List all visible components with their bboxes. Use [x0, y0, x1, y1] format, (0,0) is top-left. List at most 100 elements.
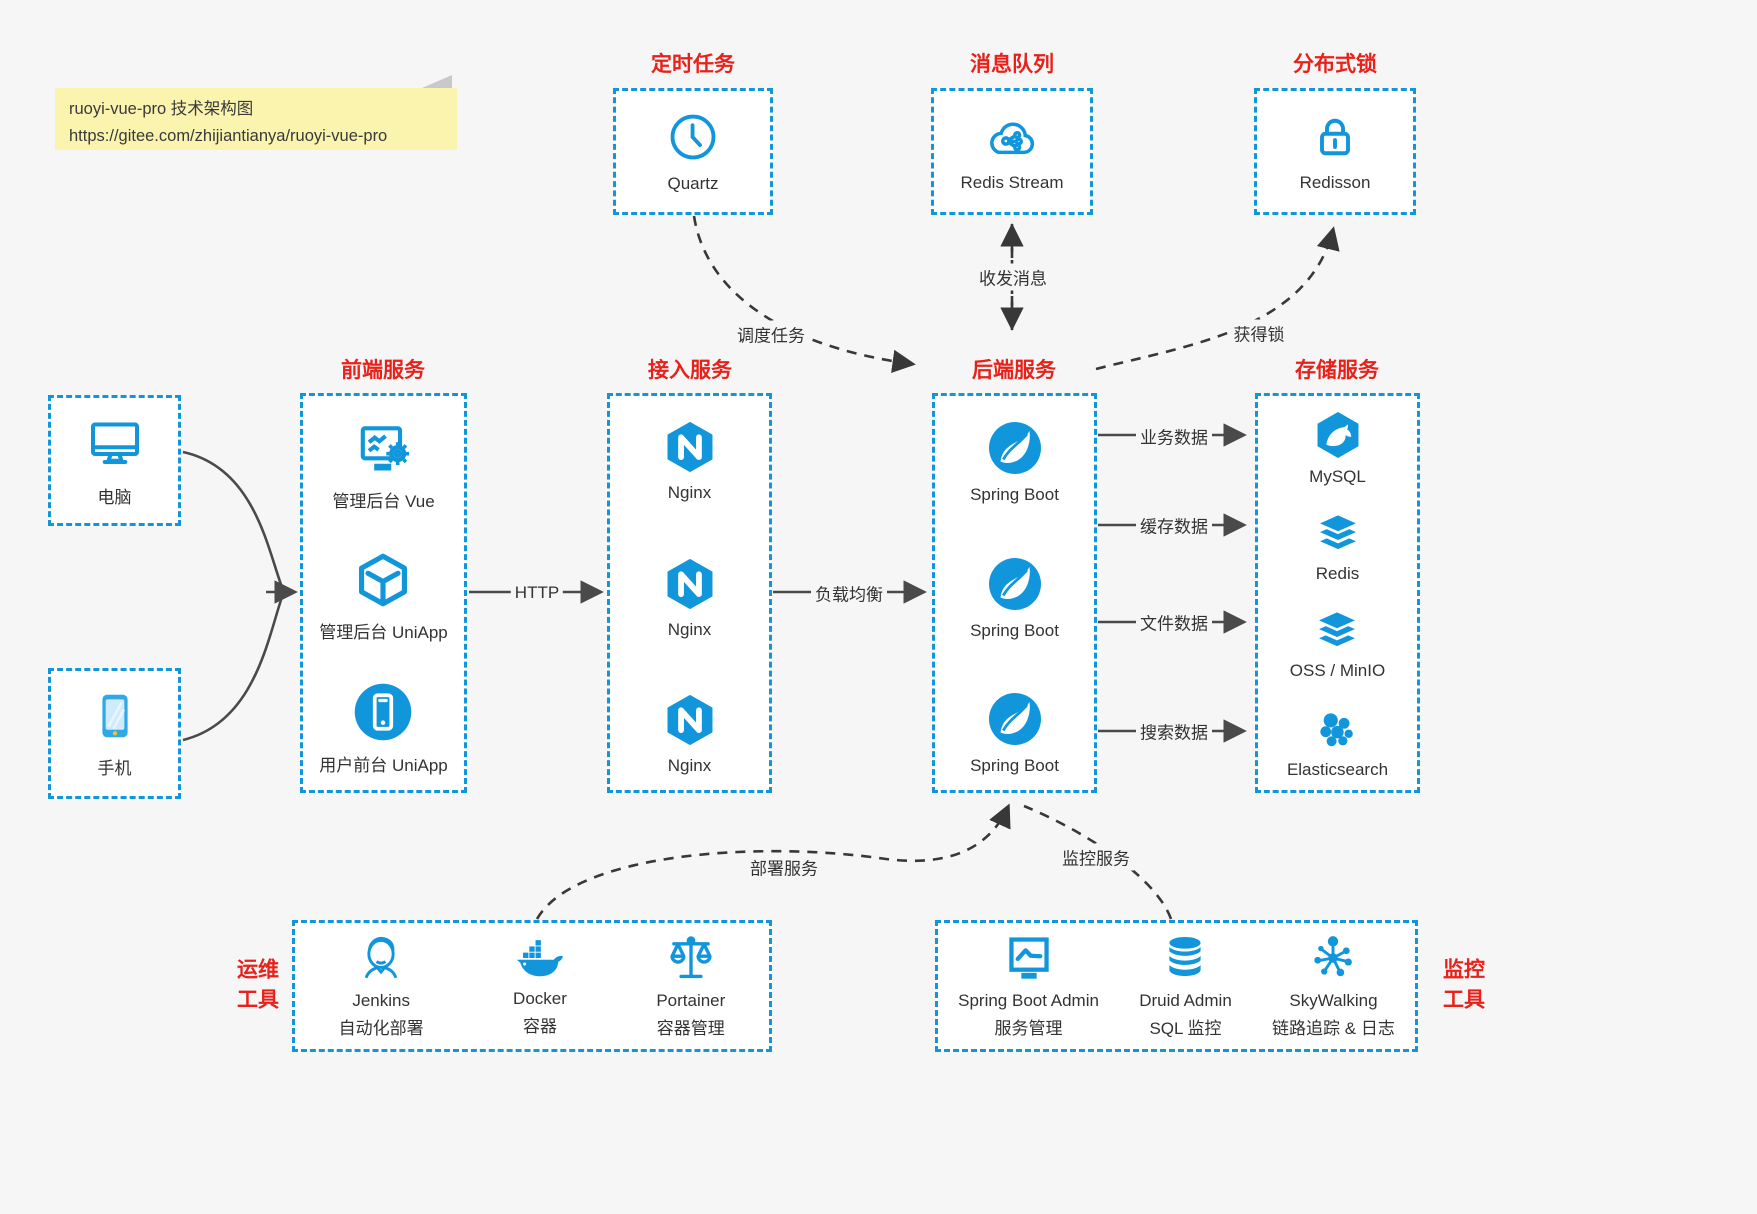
node-oss-minio: OSS / MinIO	[1290, 608, 1385, 681]
tool-name-druid-admin: Druid Admin	[1139, 991, 1232, 1011]
node-mysql: MySQL	[1309, 408, 1366, 487]
node-label-user-uniapp: 用户前台 UniApp	[319, 756, 448, 775]
node-label-elasticsearch: Elasticsearch	[1286, 760, 1389, 779]
edge-label-file-data: 文件数据	[1136, 608, 1212, 636]
node-label-nginx-3: Nginx	[667, 756, 712, 775]
edge-label-cache-data: 缓存数据	[1136, 511, 1212, 539]
edge-label-business-data: 业务数据	[1136, 422, 1212, 450]
tool-jenkins: Jenkins 自动化部署	[339, 931, 424, 1041]
spring-boot-icon	[985, 418, 1045, 478]
cloud-share-icon	[983, 111, 1041, 163]
node-springboot-2: Spring Boot	[970, 554, 1059, 641]
node-label-nginx-1: Nginx	[667, 483, 712, 502]
tool-desc-skywalking: 链路追踪 & 日志	[1272, 1019, 1395, 1038]
node-label-redis-stream: Redis Stream	[960, 172, 1064, 192]
node-nginx-3: Nginx	[661, 691, 719, 776]
redis-stream-box: Redis Stream	[931, 88, 1093, 215]
uniapp-cube-icon	[352, 549, 414, 611]
nginx-icon	[661, 418, 719, 476]
group-title-frontend: 前端服务	[341, 359, 425, 382]
elasticsearch-icon	[1311, 705, 1363, 755]
skywalking-icon	[1306, 931, 1360, 985]
node-label-oss-minio: OSS / MinIO	[1289, 661, 1386, 680]
note-title: ruoyi-vue-pro 技术架构图	[69, 100, 254, 118]
edge-label-messaging: 收发消息	[975, 263, 1051, 291]
edge-label-search-data: 搜索数据	[1136, 717, 1212, 745]
node-label-quartz: Quartz	[667, 173, 719, 193]
group-title-distributed-lock: 分布式锁	[1293, 53, 1377, 76]
node-label-admin-vue: 管理后台 Vue	[332, 492, 435, 511]
edge-label-load-balance: 负载均衡	[811, 579, 887, 607]
node-label-mysql: MySQL	[1309, 467, 1366, 486]
node-elasticsearch: Elasticsearch	[1287, 705, 1388, 780]
node-label-redisson: Redisson	[1299, 172, 1371, 192]
node-label-redis: Redis	[1315, 564, 1360, 583]
node-label-springboot-3: Spring Boot	[970, 756, 1059, 775]
tool-docker: Docker 容器	[511, 933, 569, 1039]
smartphone-icon	[87, 688, 143, 744]
sticky-note: ruoyi-vue-pro 技术架构图 https://gitee.com/zh…	[55, 75, 457, 150]
spring-boot-icon	[985, 554, 1045, 614]
node-label-springboot-1: Spring Boot	[970, 485, 1059, 504]
jenkins-icon	[354, 931, 408, 985]
user-app-icon	[351, 680, 415, 744]
frontend-column-box: 管理后台 Vue 管理后台 UniApp 用户前台 UniApp	[300, 393, 467, 793]
docker-icon	[511, 933, 569, 983]
quartz-box: Quartz	[613, 88, 773, 215]
edge-label-lock: 获得锁	[1229, 319, 1289, 347]
node-springboot-1: Spring Boot	[970, 418, 1059, 505]
edge-phone-to-frontend	[182, 593, 285, 742]
tool-druid-admin: Druid Admin SQL 监控	[1139, 931, 1232, 1041]
clock-icon	[666, 110, 720, 164]
edge-pc-to-frontend	[182, 450, 285, 591]
tool-name-docker: Docker	[513, 989, 567, 1009]
portainer-icon	[664, 931, 718, 985]
phone-client-box: 手机	[48, 668, 181, 799]
edge-label-monitor: 监控服务	[1058, 843, 1134, 871]
ops-tools-box: Jenkins 自动化部署 Docker	[292, 920, 772, 1052]
tool-spring-boot-admin: Spring Boot Admin 服务管理	[958, 931, 1099, 1041]
backend-column-box: Spring Boot Spring Boot Spring Boot	[932, 393, 1097, 793]
nginx-icon	[661, 555, 719, 613]
group-title-message-queue: 消息队列	[970, 53, 1054, 76]
desktop-icon	[85, 413, 145, 473]
tool-desc-spring-boot-admin: 服务管理	[994, 1019, 1063, 1038]
redisson-box: Redisson	[1254, 88, 1416, 215]
group-title-storage: 存储服务	[1295, 359, 1379, 382]
tool-desc-docker: 容器	[522, 1017, 557, 1036]
edge-label-http: HTTP	[510, 582, 564, 604]
monitor-tools-box: Spring Boot Admin 服务管理 Druid Admin SQL 监…	[935, 920, 1418, 1052]
node-user-uniapp: 用户前台 UniApp	[319, 680, 448, 776]
admin-vue-icon	[352, 418, 416, 480]
lock-icon	[1309, 111, 1361, 163]
group-title-gateway: 接入服务	[648, 359, 732, 382]
tool-skywalking: SkyWalking 链路追踪 & 日志	[1272, 931, 1395, 1041]
node-label-pc: 电脑	[97, 488, 132, 507]
gateway-column-box: Nginx Nginx Nginx	[607, 393, 772, 793]
node-label-nginx-2: Nginx	[667, 619, 712, 639]
tool-name-skywalking: SkyWalking	[1289, 991, 1378, 1011]
pc-client-box: 电脑	[48, 395, 181, 526]
node-nginx-1: Nginx	[661, 418, 719, 503]
edge-lock	[1095, 226, 1340, 371]
edge-label-schedule: 调度任务	[733, 320, 809, 348]
tool-desc-jenkins: 自动化部署	[338, 1019, 424, 1038]
mysql-icon	[1311, 408, 1365, 462]
tool-desc-portainer: 容器管理	[656, 1019, 725, 1038]
tool-desc-druid-admin: SQL 监控	[1149, 1019, 1222, 1038]
monitor-tools-title: 监控工具	[1442, 958, 1485, 1012]
node-nginx-2: Nginx	[661, 555, 719, 640]
nginx-icon	[661, 691, 719, 749]
tool-name-spring-boot-admin: Spring Boot Admin	[958, 991, 1099, 1011]
tool-name-jenkins: Jenkins	[352, 991, 410, 1011]
node-admin-uniapp: 管理后台 UniApp	[319, 549, 448, 643]
note-url: https://gitee.com/zhijiantianya/ruoyi-vu…	[69, 127, 388, 146]
oss-minio-icon	[1312, 608, 1362, 656]
node-label-phone: 手机	[97, 759, 132, 778]
node-redis: Redis	[1313, 511, 1363, 584]
ops-tools-title: 运维工具	[236, 958, 279, 1012]
node-label-admin-uniapp: 管理后台 UniApp	[319, 623, 448, 642]
node-label-springboot-2: Spring Boot	[970, 620, 1059, 640]
node-springboot-3: Spring Boot	[970, 689, 1059, 776]
group-title-scheduled-task: 定时任务	[651, 53, 735, 76]
